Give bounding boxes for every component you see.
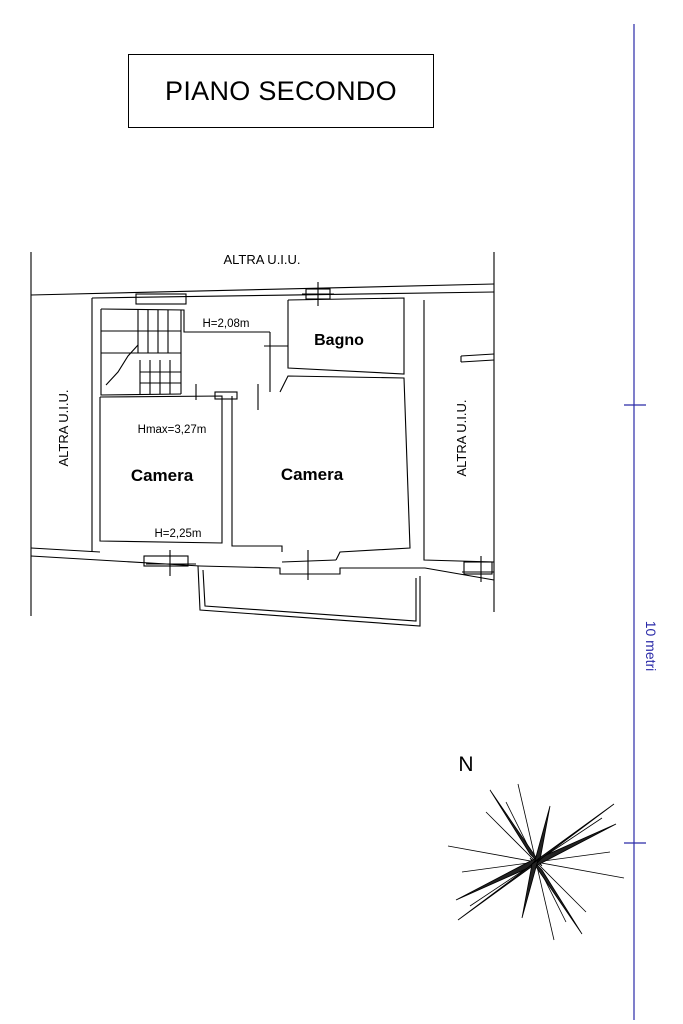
stair-outline [100,309,182,396]
label-altra-top: ALTRA U.I.U. [223,252,300,267]
right-unit-stub [460,353,495,357]
scale-label: 10 metri [643,621,659,672]
label-camera-left: Camera [131,466,194,485]
window-bottom-left [143,555,189,567]
label-h-stair: H=2,08m [203,318,250,330]
label-bagno: Bagno [314,332,364,349]
stair-steps [101,310,182,394]
top-wall-outer [30,283,495,296]
label-camera-right: Camera [281,465,344,484]
corridor-top [100,308,270,333]
window-right [463,561,493,575]
scale-bar [624,24,646,1020]
bath-window [305,288,331,300]
label-altra-right: ALTRA U.I.U. [454,399,469,476]
window-top-stair [135,293,187,305]
column-small [214,391,238,400]
right-bedroom-walls [279,375,411,561]
bathroom-walls [287,297,405,375]
right-bedroom-bottom [281,559,337,563]
balcony-outer [197,565,421,627]
plan-title-box: PIANO SECONDO [128,54,434,128]
label-altra-left: ALTRA U.I.U. [56,389,71,466]
compass-rose-icon [447,783,625,941]
right-bedroom-left [231,396,283,552]
left-bedroom-walls [99,395,223,544]
right-unit-wall [423,300,495,563]
balcony-inner [202,569,417,622]
top-wall-inner [91,291,495,299]
bottom-wall-line [199,565,495,581]
compass-north-label: N [458,753,473,776]
right-unit-stub2 [460,359,495,363]
plan-title: PIANO SECONDO [165,75,397,106]
label-hmax: Hmax=3,27m [138,424,207,436]
label-h-bottom: H=2,25m [155,528,202,540]
bottom-wall-outer2 [30,547,101,553]
